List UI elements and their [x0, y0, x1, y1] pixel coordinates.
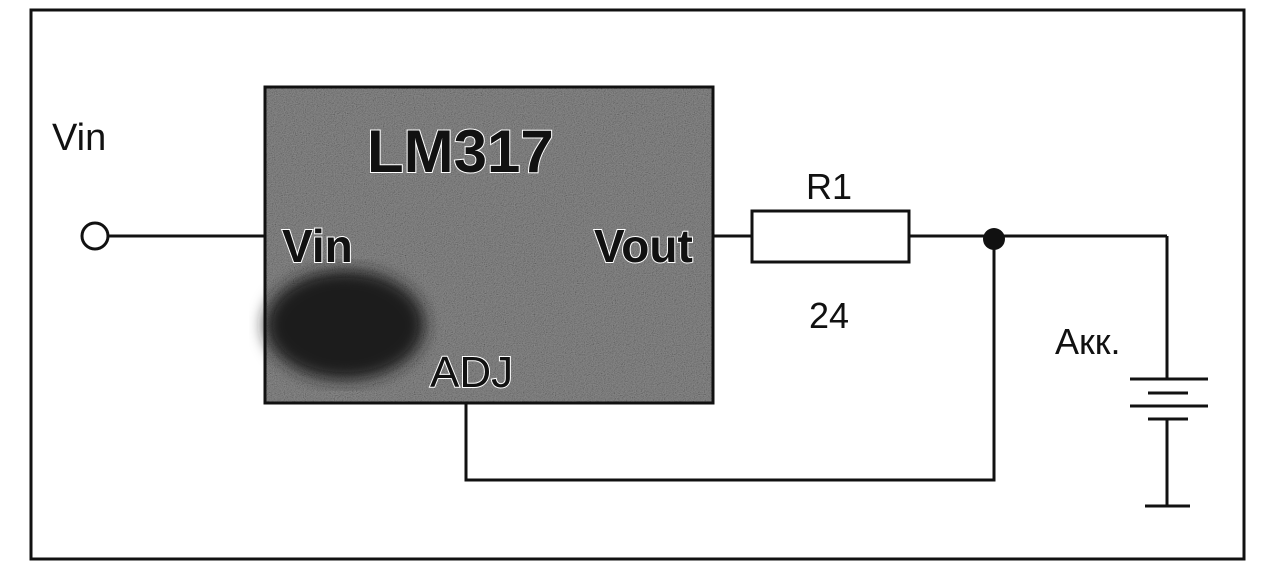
chip-pin-vin: Vin — [282, 220, 353, 272]
resistor-designator: R1 — [806, 166, 852, 207]
resistor-r1-icon — [750, 209, 911, 264]
lm317-chip: LM317 Vin Vout ADJ — [263, 85, 715, 405]
battery-label: Акк. — [1055, 321, 1121, 362]
wire-adj-feedback — [464, 239, 996, 482]
chip-pin-vout: Vout — [594, 220, 693, 272]
input-terminal-icon — [80, 221, 110, 251]
resistor-value: 24 — [809, 295, 849, 336]
chip-dark-patch — [265, 270, 425, 380]
input-terminal-label: Vin — [52, 117, 106, 159]
chip-part-number: LM317 — [367, 118, 554, 185]
chip-pin-adj: ADJ — [430, 348, 513, 397]
